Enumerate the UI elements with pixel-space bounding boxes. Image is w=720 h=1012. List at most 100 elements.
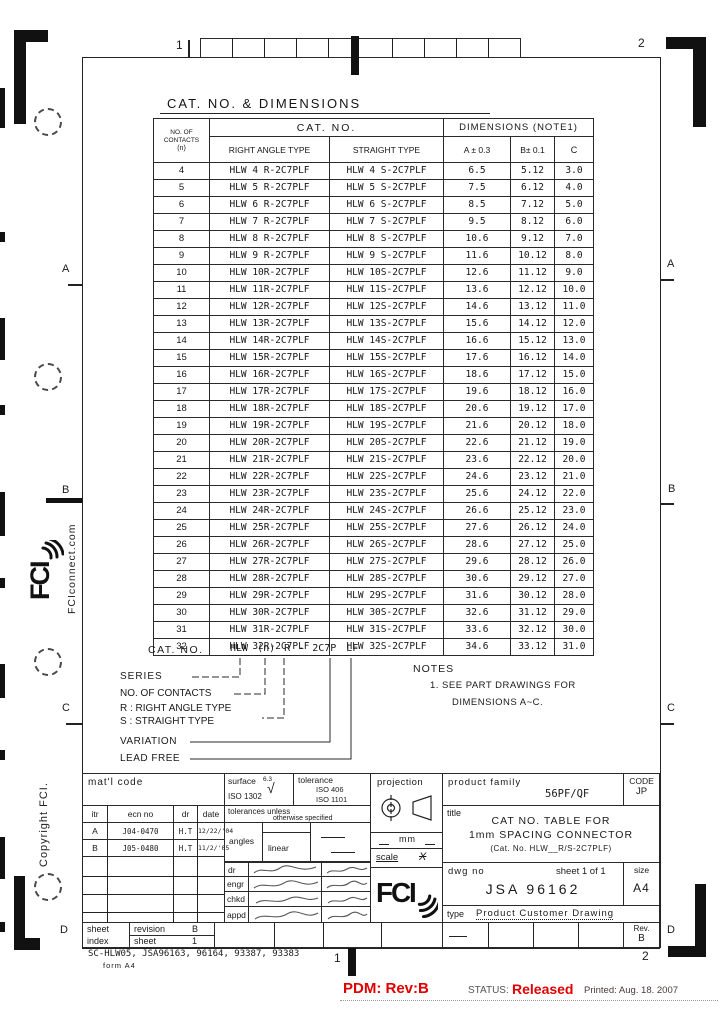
cell-straight: HLW 7 S-2C7PLF: [329, 213, 444, 231]
cell-n: 27: [153, 553, 210, 571]
zone-tick-top: [351, 36, 359, 75]
cell-c: 7.0: [554, 230, 594, 248]
cell-a: 26.6: [443, 502, 511, 520]
cell-n: 15: [153, 349, 210, 367]
dwg-no-label: dwg no: [448, 866, 485, 877]
bottom-left-empty-row: [214, 922, 443, 949]
cell-n: 26: [153, 536, 210, 554]
cell-straight: HLW 5 S-2C7PLF: [329, 179, 444, 197]
cell-a: 9.5: [443, 213, 511, 231]
tolerance-values-cell: [310, 822, 371, 862]
punch-hole: [34, 108, 62, 136]
surface-standard: ISO 1302: [228, 792, 262, 801]
cell-n: 4: [153, 162, 210, 180]
page-title: CAT. NO. & DIMENSIONS: [167, 96, 362, 111]
cell-n: 25: [153, 519, 210, 537]
corner-mark-bottom-right-v: [695, 884, 706, 956]
related-drawings-note: SC-HLW05, JSA96163, 96164, 93387, 93383: [88, 949, 300, 959]
fci-logo-rotated: FCI: [20, 537, 65, 600]
cell-right: HLW 7 R-2C7PLF: [209, 213, 330, 231]
type-cell: type Product Customer Drawing: [442, 905, 660, 923]
cell-b: 19.12: [510, 400, 555, 418]
formula-series: HLW: [228, 643, 251, 656]
printed-date: Printed: Aug. 18. 2007: [584, 985, 679, 996]
cat-no-header: CAT. NO.: [209, 118, 444, 137]
ecn-row-a-no: J04-0470: [107, 822, 174, 840]
cell-n: 20: [153, 434, 210, 452]
cell-b: 29.12: [510, 570, 555, 588]
projection-symbol-icon: [381, 795, 432, 821]
cell-b: 27.12: [510, 536, 555, 554]
svg-text:FCI: FCI: [25, 562, 55, 600]
mm-cell: mm: [370, 832, 443, 849]
cell-straight: HLW 17S-2C7PLF: [329, 383, 444, 401]
footer-dotted-line: [340, 1000, 718, 1001]
dim-c-header: C: [554, 136, 594, 163]
size-label: size: [633, 865, 650, 875]
cell-c: 16.0: [554, 383, 594, 401]
surface-finish-symbol: √: [267, 780, 275, 796]
linear-cell: linear: [262, 832, 311, 862]
sig-cell-chkd: [248, 891, 322, 907]
cell-n: 9: [153, 247, 210, 265]
sig-date-appd: [321, 906, 371, 923]
cell-a: 13.6: [443, 281, 511, 299]
cell-right: HLW 24R-2C7PLF: [209, 502, 330, 520]
note-1-line-2: DIMENSIONS A~C.: [452, 697, 544, 708]
cell-b: 24.12: [510, 485, 555, 503]
cell-right: HLW 19R-2C7PLF: [209, 417, 330, 435]
ecn-row-b-itr: B: [82, 839, 108, 857]
cell-b: 14.12: [510, 315, 555, 333]
tolerance-label: tolerance: [298, 775, 333, 785]
cell-b: 15.12: [510, 332, 555, 350]
corner-mark-bottom-right: [668, 946, 706, 957]
scale-label: scale: [376, 852, 399, 863]
cell-b: 16.12: [510, 349, 555, 367]
cell-a: 28.6: [443, 536, 511, 554]
cell-b: 28.12: [510, 553, 555, 571]
cell-a: 12.6: [443, 264, 511, 282]
cell-b: 21.12: [510, 434, 555, 452]
rev-label: Rev.: [633, 924, 650, 933]
cell-n: 22: [153, 468, 210, 486]
form-label: form A4: [103, 961, 136, 970]
size-value: A4: [633, 881, 650, 895]
code-value: JP: [635, 786, 648, 797]
fci-logo: FCI: [376, 877, 438, 918]
title-label: title: [447, 808, 462, 818]
dwg-no-cell: dwg no sheet 1 of 1 JSA 96162: [442, 862, 624, 906]
sig-cell-engr: [248, 876, 322, 892]
cell-a: 30.6: [443, 570, 511, 588]
contacts-header: NO. OF CONTACTS (n): [153, 118, 210, 163]
cell-b: 22.12: [510, 451, 555, 469]
tolerance-std-1: ISO 406: [316, 785, 344, 794]
note-1-line-1: 1. SEE PART DRAWINGS FOR: [430, 680, 576, 691]
tolerance-std-2: ISO 1101: [316, 795, 348, 804]
drawing-title-line1: CAT NO. TABLE FOR: [491, 815, 611, 827]
notes-heading: NOTES: [413, 663, 455, 675]
product-family-cell: product family 56PF/QF: [442, 773, 624, 806]
cell-right: HLW 29R-2C7PLF: [209, 587, 330, 605]
copyright-vertical-text: Copyright FCI.: [38, 782, 50, 867]
cell-c: 12.0: [554, 315, 594, 333]
cell-c: 5.0: [554, 196, 594, 214]
angles-cell: angles: [224, 822, 263, 862]
corner-mark-top-left-v: [14, 30, 26, 124]
svg-text:FCI: FCI: [376, 877, 415, 908]
cell-a: 11.6: [443, 247, 511, 265]
cell-right: HLW 20R-2C7PLF: [209, 434, 330, 452]
cell-b: 26.12: [510, 519, 555, 537]
cell-n: 23: [153, 485, 210, 503]
zone-tick-bottom: [348, 948, 356, 976]
cell-straight: HLW 20S-2C7PLF: [329, 434, 444, 452]
